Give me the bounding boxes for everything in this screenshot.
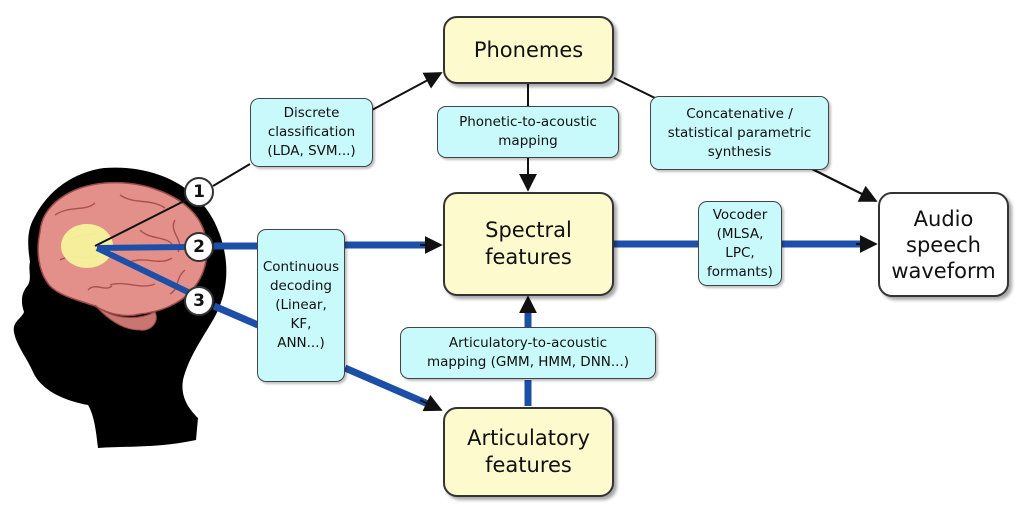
concatenative-synthesis-label: Concatenative / statistical parametric s… [650, 96, 829, 170]
cortical-region-highlight [61, 224, 113, 268]
path-2-marker: 2 [184, 232, 214, 262]
phonetic-to-acoustic-label: Phonetic-to-acoustic mapping [437, 106, 619, 158]
path-1-marker: 1 [184, 177, 214, 207]
audio-waveform-node: Audio speech waveform [878, 192, 1009, 297]
phonemes-node: Phonemes [443, 16, 614, 84]
arrow-to-audio-from-synthesis [809, 167, 878, 202]
articulatory-features-node: Articulatory features [443, 407, 614, 497]
continuous-decoding-label: Continuous decoding (Linear, KF, ANN...) [257, 229, 345, 382]
path-1-line [94, 192, 201, 247]
path-3-line [212, 302, 260, 329]
discrete-classification-label: Discrete classification (LDA, SVM...) [250, 98, 373, 167]
spectral-features-node: Spectral features [443, 192, 614, 296]
articulatory-to-acoustic-label: Articulatory-to-acoustic mapping (GMM, H… [400, 327, 656, 379]
arrow-to-phonemes [371, 72, 443, 111]
path-3-marker: 3 [184, 286, 214, 316]
vocoder-label: Vocoder (MLSA, LPC, formants) [698, 201, 782, 286]
